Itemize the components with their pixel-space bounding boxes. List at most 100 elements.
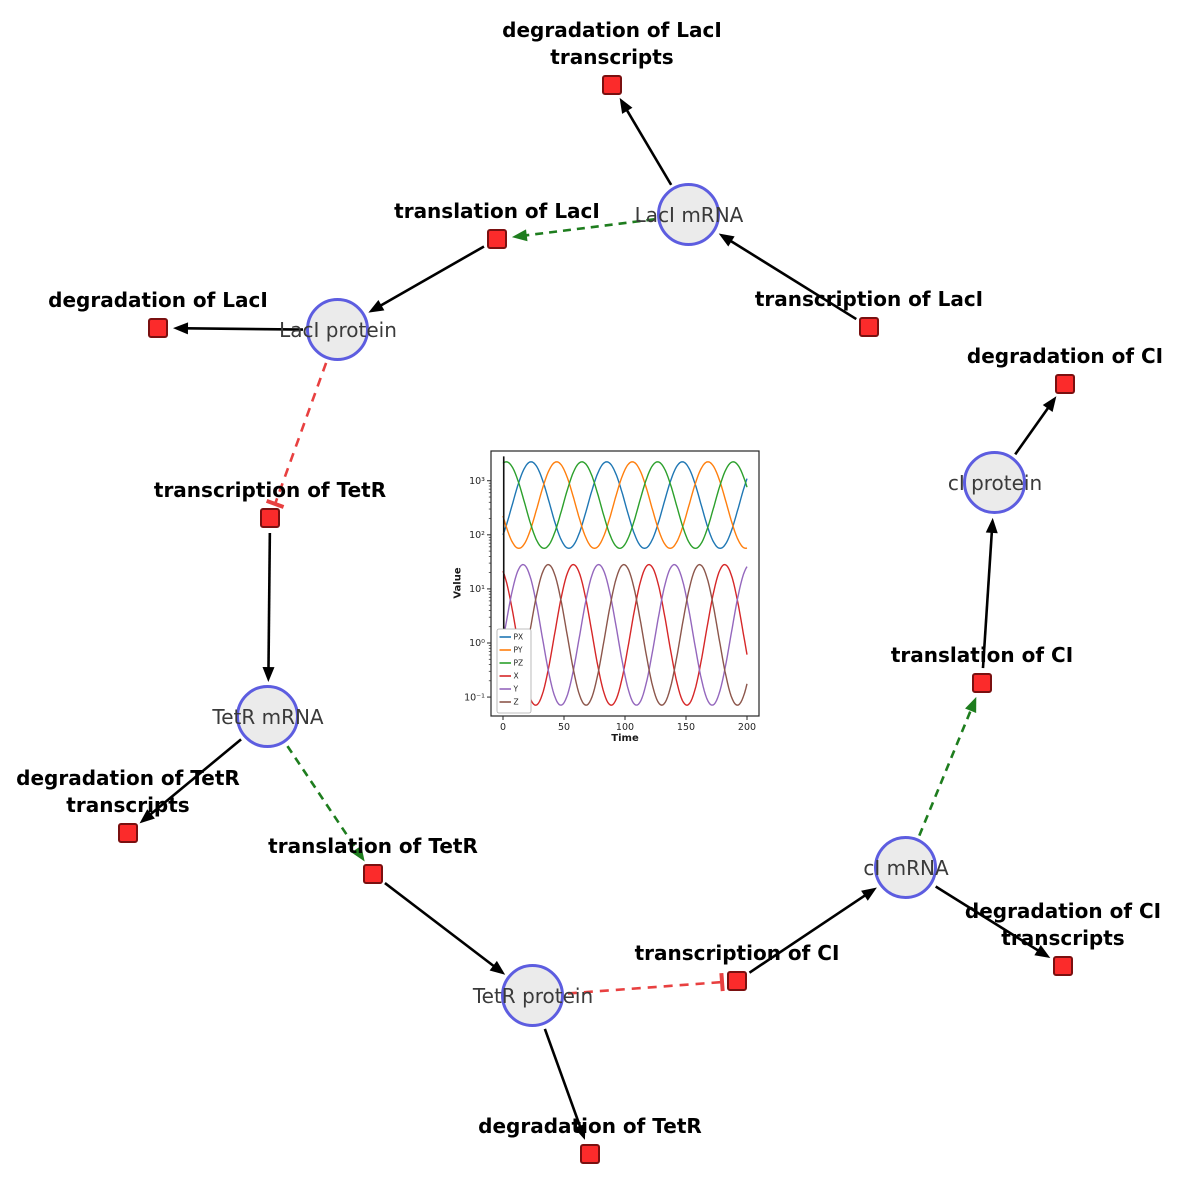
edge-line: [748, 893, 867, 974]
legend-entry: Y: [499, 685, 519, 694]
species-node-tetR_protein: [501, 964, 564, 1027]
edge-line: [267, 532, 272, 670]
edge-transl_lacI--lacI_protein: [368, 245, 485, 313]
species-label-tetR_mRNA: TetR mRNA: [212, 705, 324, 729]
reaction-label-line: degradation of TetR: [16, 766, 240, 790]
legend-label: PX: [514, 633, 524, 642]
legend-entry: Z: [499, 698, 519, 707]
edge-transc_cI--cI_mRNA: [748, 887, 877, 974]
series-Z: [502, 563, 748, 706]
series-PY: [502, 461, 748, 549]
species-node-lacI_protein: [306, 298, 369, 361]
legend-label: PY: [514, 646, 523, 655]
reaction-label-line: transcription of TetR: [153, 478, 387, 502]
edge-line: [524, 218, 655, 237]
y-tick-label: 10⁻¹: [464, 692, 485, 703]
edge-transc_lacI--lacI_mRNA: [718, 233, 857, 321]
edge-line: [625, 108, 673, 186]
x-tick-label: 100: [616, 722, 634, 733]
inhibition-tee: [719, 972, 725, 992]
arrowhead: [139, 809, 155, 824]
reaction-node-deg_lacI_tx: [601, 74, 622, 95]
y-tick-label: 10³: [469, 476, 485, 487]
chart-ylabel: Value: [452, 567, 464, 599]
species-label-lacI_protein: LacI protein: [279, 318, 397, 342]
reaction-label-transl_lacI: translation of LacI: [394, 198, 600, 225]
species-label-lacI_mRNA: LacI mRNA: [634, 203, 744, 227]
reaction-label-line: transcripts: [550, 45, 674, 69]
legend-entry: PY: [499, 646, 523, 655]
y-tick-label: 10²: [469, 530, 485, 541]
edge-tetR_protein--transc_cI: [567, 972, 725, 995]
arrowhead: [861, 887, 877, 901]
reaction-label-deg_lacI: degradation of LacI: [48, 287, 268, 314]
edge-tetR_mRNA--transl_tetR: [286, 745, 365, 862]
edge-cI_protein--deg_cI: [1014, 396, 1057, 456]
reaction-node-transl_lacI: [486, 228, 507, 249]
reaction-label-transl_cI: translation of CI: [891, 642, 1073, 669]
reaction-node-transl_tetR: [362, 863, 383, 884]
edge-line: [185, 327, 304, 331]
edge-line: [543, 1028, 582, 1129]
edge-line: [935, 885, 1040, 953]
series-Y: [502, 563, 748, 706]
reaction-label-line: transcription of LacI: [754, 287, 984, 311]
reaction-label-line: transcripts: [1001, 926, 1125, 950]
legend-entry: X: [499, 672, 519, 681]
edge-line: [729, 239, 857, 321]
edge-line: [1014, 406, 1050, 456]
series-PZ: [502, 461, 748, 549]
reaction-node-transl_cI: [971, 672, 992, 693]
series-X: [502, 563, 748, 706]
reaction-label-line: degradation of LacI: [48, 288, 268, 312]
reaction-node-deg_tetR_tx: [117, 822, 138, 843]
x-tick-label: 150: [677, 722, 695, 733]
edge-line: [148, 738, 242, 817]
species-label-tetR_protein: TetR protein: [472, 984, 594, 1008]
species-node-lacI_mRNA: [657, 183, 720, 246]
species-label-cI_protein: cI protein: [947, 471, 1043, 495]
inhibition-tee: [265, 498, 285, 509]
reaction-node-deg_cI: [1054, 373, 1075, 394]
edge-cI_mRNA--deg_cI_tx: [935, 885, 1051, 959]
legend-label: PZ: [514, 659, 524, 668]
y-tick-label: 10¹: [469, 584, 485, 595]
edge-line: [981, 530, 994, 669]
edge-lacI_mRNA--deg_lacI_tx: [619, 97, 673, 186]
reaction-label-transc_tetR: transcription of TetR: [154, 477, 386, 504]
edge-transl_cI--cI_protein: [981, 517, 998, 669]
x-tick-label: 50: [558, 722, 570, 733]
edge-line: [286, 745, 359, 852]
legend-label: X: [514, 672, 519, 681]
edge-lacI_mRNA--transl_lacI: [511, 218, 655, 242]
reaction-label-line: degradation of LacI: [502, 18, 722, 42]
arrowhead: [1034, 945, 1051, 959]
reaction-label-line: translation of TetR: [268, 834, 478, 858]
species-node-tetR_mRNA: [236, 685, 299, 748]
legend-entry: PX: [499, 633, 524, 642]
edge-tetR_mRNA--deg_tetR_tx: [139, 738, 242, 824]
reaction-node-transc_lacI: [858, 316, 879, 337]
x-tick-label: 0: [500, 722, 506, 733]
edge-transl_tetR--tetR_protein: [384, 882, 506, 975]
arrowhead: [985, 517, 998, 534]
reaction-label-transc_lacI: transcription of LacI: [755, 286, 983, 313]
edge-line: [567, 980, 723, 995]
arrowhead: [965, 696, 977, 714]
x-tick-label: 200: [738, 722, 756, 733]
species-node-cI_protein: [963, 451, 1026, 514]
edge-line: [918, 708, 973, 837]
reaction-node-transc_cI: [726, 970, 747, 991]
reaction-node-deg_tetR: [579, 1143, 600, 1164]
arrowhead: [351, 845, 365, 862]
edge-line: [273, 362, 328, 505]
reaction-label-transl_tetR: translation of TetR: [268, 833, 478, 860]
reaction-label-transc_cI: transcription of CI: [635, 940, 840, 967]
arrowhead: [619, 97, 633, 114]
reaction-node-transc_tetR: [259, 507, 280, 528]
